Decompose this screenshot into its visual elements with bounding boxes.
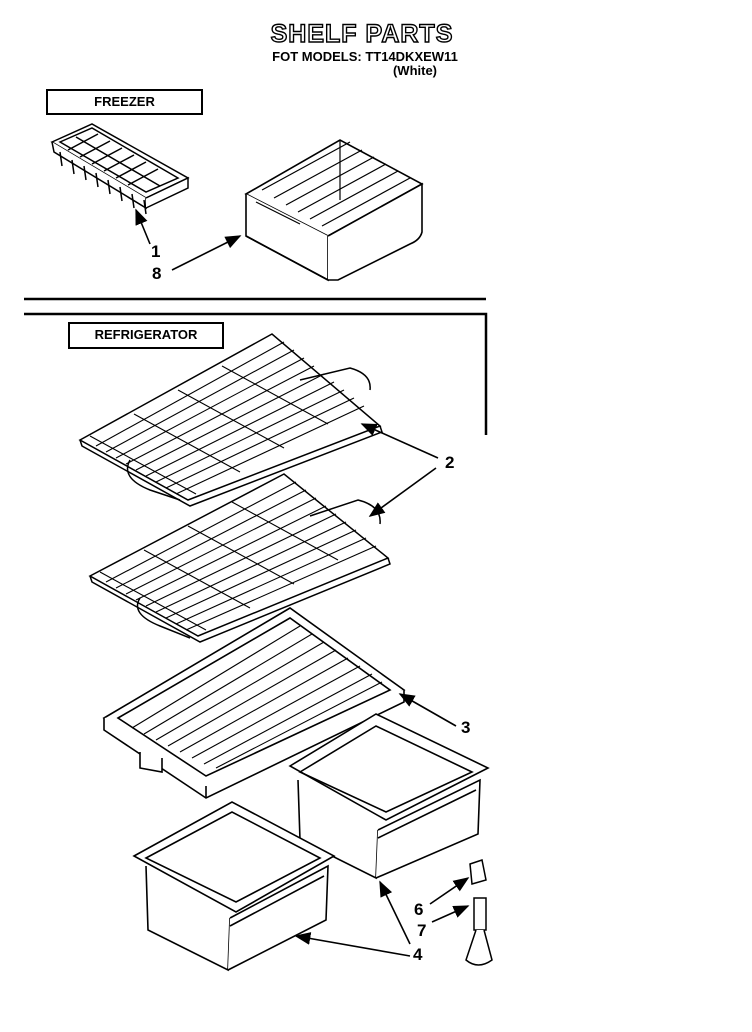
ice-tray [50,123,190,215]
wire-shelf-lower [88,473,391,643]
callout-6: 6 [414,900,424,919]
crisper-drawer-right [288,713,490,880]
refrigerator-section-label: REFRIGERATOR [68,322,224,349]
refrigerator-frame [24,312,488,435]
models-line: FOT MODELS: TT14DKXEW11 [272,49,458,64]
callout-7: 7 [417,921,427,940]
freezer-shelf [244,139,424,282]
callout-3: 3 [461,718,471,737]
leader-lines [135,208,470,957]
callout-4: 4 [413,945,423,964]
callout-2: 2 [445,453,455,472]
wire-shelf-upper [78,333,383,507]
crisper-drawer-left [132,801,336,972]
crisper-cover-shelf [102,607,406,799]
freezer-section-label: FREEZER [46,89,203,115]
leveling-leg [465,859,493,966]
callout-1: 1 [151,242,161,261]
page-title: SHELF PARTS [270,19,454,48]
color-note: (White) [392,63,438,78]
callout-8: 8 [152,264,162,283]
